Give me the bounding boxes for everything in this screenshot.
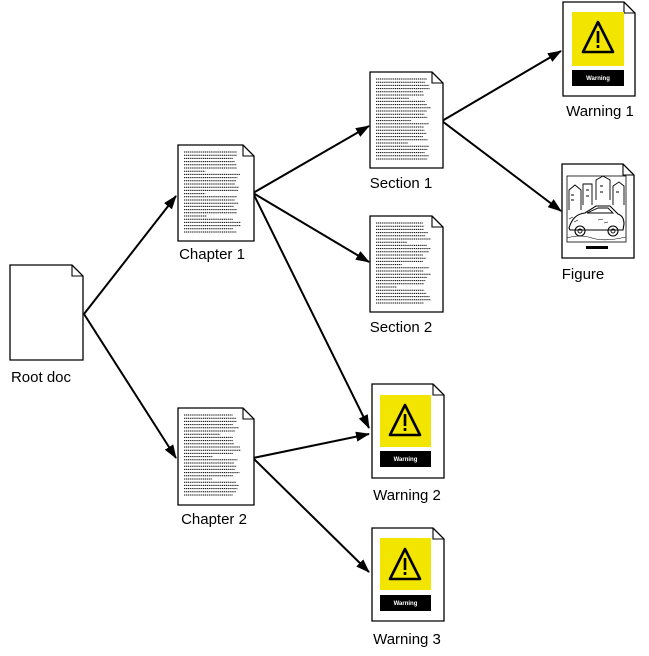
node-section-2[interactable]: Section 2 — [369, 215, 444, 336]
document-icon — [9, 264, 84, 361]
warning-triangle-icon — [388, 403, 422, 437]
edge-section1-warning1 — [441, 50, 562, 122]
node-root-doc[interactable]: Root doc — [9, 264, 84, 386]
warning-badge-text: Warning — [394, 601, 418, 607]
node-label-warning-3: Warning 3 — [373, 631, 441, 648]
edge-root-chapter2 — [83, 313, 177, 459]
warning-badge — [572, 70, 624, 86]
document-icon — [561, 163, 635, 259]
node-warning-3[interactable]: Warning Warning 3 — [371, 527, 445, 648]
figure-sketch-icon — [566, 175, 627, 243]
text-document-icon — [177, 144, 255, 242]
warning-triangle-icon — [581, 20, 615, 54]
text-document-icon — [369, 215, 444, 313]
node-label-section-2: Section 2 — [370, 319, 433, 336]
node-label-warning-2: Warning 2 — [373, 487, 441, 504]
node-warning-1[interactable]: Warning Warning 1 — [562, 1, 636, 120]
edge-chapter2-warning3 — [252, 457, 370, 573]
text-lines — [184, 151, 241, 233]
page-fold — [431, 216, 443, 228]
edge-chapter1-section1 — [252, 125, 370, 194]
edge-root-chapter1 — [83, 195, 177, 315]
edge-chapter1-warning2 — [252, 192, 370, 429]
figure-caption-bar — [586, 246, 608, 249]
edges — [83, 50, 562, 573]
node-label-section-1: Section 1 — [370, 175, 433, 192]
text-lines — [184, 414, 241, 496]
warning-badge — [380, 451, 431, 467]
text-document-icon — [369, 71, 444, 169]
text-document-icon — [177, 407, 255, 506]
warning-badge — [380, 595, 431, 611]
edge-chapter2-warning2 — [252, 431, 370, 459]
page-fold — [242, 145, 254, 157]
node-label-figure: Figure — [562, 266, 605, 283]
page-fold — [432, 384, 444, 396]
text-lines — [376, 78, 431, 160]
node-label-chapter-2: Chapter 2 — [181, 511, 247, 528]
edge-chapter1-section2 — [252, 192, 370, 263]
page-fold — [71, 265, 83, 277]
node-label-warning-1: Warning 1 — [566, 103, 634, 120]
node-section-1[interactable]: Section 1 — [369, 71, 444, 192]
node-label-chapter-1: Chapter 1 — [179, 246, 245, 263]
warning-badge-text: Warning — [394, 457, 418, 463]
edge-section1-figure — [441, 120, 562, 212]
node-warning-2[interactable]: Warning Warning 2 — [371, 383, 445, 504]
warning-badge-text: Warning — [586, 76, 610, 82]
node-label-root: Root doc — [11, 369, 72, 386]
warning-triangle-icon — [388, 547, 422, 581]
node-chapter-1[interactable]: Chapter 1 — [177, 144, 255, 263]
page-fold — [242, 408, 254, 420]
text-lines — [376, 222, 431, 304]
page-fold — [431, 72, 443, 84]
page-fold — [432, 528, 444, 540]
page-fold — [622, 164, 634, 176]
node-figure[interactable]: Figure — [561, 163, 635, 283]
node-chapter-2[interactable]: Chapter 2 — [177, 407, 255, 528]
